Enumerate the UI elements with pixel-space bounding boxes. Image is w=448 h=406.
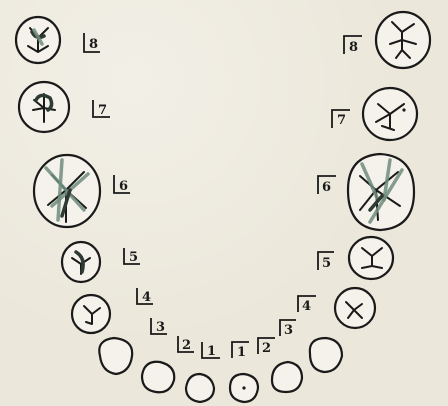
tooth-right-2 [272,362,302,392]
tooth-number-right-5: 5 [322,256,331,271]
label-left-7: 7 [93,100,110,118]
label-right-6: 6 [318,176,336,195]
tooth-number-right-7: 7 [337,113,346,128]
tooth-left-5 [62,242,100,282]
label-left-1: 1 [202,342,220,359]
tooth-number-left-2: 2 [182,338,191,353]
tooth-number-right-3: 3 [284,323,293,338]
tooth-number-right-4: 4 [302,299,311,314]
tooth-right-3 [310,338,342,372]
tooth-number-right-6: 6 [322,180,331,195]
tooth-number-left-1: 1 [207,344,216,359]
tooth-left-7 [19,82,69,132]
tooth-number-left-3: 3 [156,320,165,335]
tooth-right-4 [335,288,375,328]
label-right-3: 3 [280,320,296,338]
label-right-8: 8 [344,36,362,55]
tooth-right-8 [376,12,430,68]
tooth-left-2 [142,362,174,392]
tooth-number-right-2: 2 [262,341,271,356]
label-left-2: 2 [178,336,194,353]
tooth-number-left-8: 8 [89,37,98,52]
tooth-number-left-5: 5 [129,250,138,265]
tooth-right-6 [348,154,414,230]
tooth-number-left-4: 4 [142,290,151,305]
tooth-left-6 [34,155,100,227]
tooth-left-8 [16,17,60,63]
label-left-6: 6 [114,175,130,194]
label-left-5: 5 [124,248,140,265]
label-right-4: 4 [298,296,316,314]
tooth-left-3 [99,338,132,374]
tooth-left-4 [72,295,110,333]
tooth-number-right-8: 8 [349,40,358,55]
tooth-right-7 [363,88,417,140]
tooth-right-1 [230,374,258,402]
tooth-right-5 [349,237,393,279]
label-left-8: 8 [84,33,100,52]
tooth-number-right-1: 1 [237,345,246,360]
tooth-left-1 [186,374,214,402]
label-left-4: 4 [137,288,153,305]
label-right-5: 5 [318,252,334,271]
label-right-2: 2 [258,338,275,356]
label-right-1: 1 [232,342,249,360]
label-left-3: 3 [151,318,167,335]
label-right-7: 7 [332,110,350,128]
tooth-number-left-6: 6 [119,179,128,194]
tooth-number-left-7: 7 [98,103,107,118]
